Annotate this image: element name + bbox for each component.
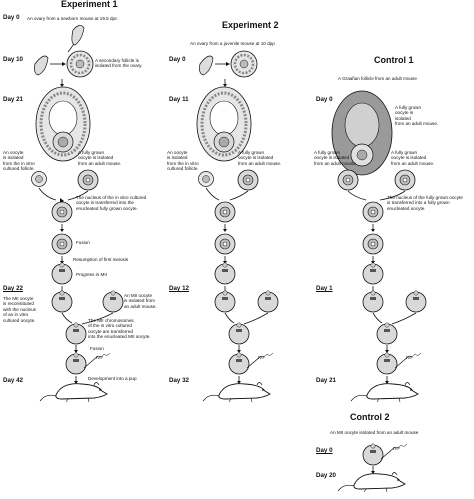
mouse-pup-icon xyxy=(350,382,419,403)
day-label: Day 0 xyxy=(316,447,333,454)
note-mii-adult: An MII oocyte isolated from an adult mou… xyxy=(330,430,419,435)
ivf-label: IVF xyxy=(393,446,401,451)
note-fusion: Fusion xyxy=(76,240,90,245)
note-grown-oocyte: A fully grown oocyte is isolated from an… xyxy=(238,150,282,166)
note-invitro-oocyte: An oocyte is isolated from the in vitro … xyxy=(167,150,199,172)
note-pup: Development into a pup xyxy=(88,376,137,381)
experiment2-title: Experiment 2 xyxy=(222,20,279,30)
day-label: Day 12 xyxy=(169,285,189,292)
ivf-label: IVF xyxy=(406,355,414,360)
note-secondary: A secondary follicle is isolated from th… xyxy=(95,58,143,69)
day-label: Day 1 xyxy=(316,285,333,292)
day-label: Day 0 xyxy=(3,14,20,21)
day-label: Day 11 xyxy=(169,96,189,103)
day-label: Day 0 xyxy=(169,56,186,63)
note-grown-oocyte-c: A fully grown oocyte is isolated from an… xyxy=(391,150,435,166)
note-grown-oocyte: A fully grown oocyte is isolated from an… xyxy=(78,150,122,166)
ivf-label: IVF xyxy=(258,355,266,360)
note-grown-oocyte-b: A fully grown oocyte is isolated from an… xyxy=(314,150,358,166)
day-label: Day 32 xyxy=(169,377,189,384)
day-label: Day 22 xyxy=(3,285,23,292)
note-fusion2: Fusion xyxy=(90,346,104,351)
day-label: Day 20 xyxy=(316,472,336,479)
note-invitro-oocyte: An oocyte is isolated from the in vitro … xyxy=(3,150,35,172)
mouse-pup-icon xyxy=(337,472,406,493)
experiment2-column xyxy=(195,50,279,403)
ovary-icon xyxy=(71,25,85,46)
mouse-pup-icon xyxy=(202,382,271,403)
day-label: Day 21 xyxy=(316,377,336,384)
note-progress: Progress in MII xyxy=(76,272,107,277)
note-mii-adult: An MII oocyte is isolated from an adult … xyxy=(124,293,157,309)
control1-column xyxy=(331,90,427,403)
note-resumption: Resumption of first meiosis xyxy=(73,257,129,262)
experiment1-column xyxy=(31,25,124,403)
note-nucleus-transfer: The nucleus of the fully grown oocyte is… xyxy=(387,195,463,211)
note-grown-oocyte-a: A fully grown oocyte is isolated from an… xyxy=(395,105,439,127)
note-ovary: An ovary from a newborn mouse at 19.5 dp… xyxy=(27,16,118,21)
note-chromosome-transfer: The MII chromosomes of the in vitro cult… xyxy=(88,318,151,340)
ovary-icon xyxy=(199,55,214,76)
note-nucleus-transfer: The nucleus of the in vitro cultured ooc… xyxy=(76,195,147,211)
mouse-pup-icon xyxy=(39,382,108,403)
ivf-label: IVF xyxy=(96,355,104,360)
day-label: Day 21 xyxy=(3,96,23,103)
control2-title: Control 2 xyxy=(350,412,390,422)
day-label: Day 0 xyxy=(316,96,333,103)
ovary-icon xyxy=(34,55,49,76)
day-label: Day 10 xyxy=(3,56,23,63)
experiment1-title: Experiment 1 xyxy=(61,0,118,9)
note-ovary: An ovary from a juvenile mouse at 10 dpp xyxy=(190,41,275,46)
note-graafian: A Graafian follicle from an adult mouse xyxy=(338,76,417,81)
control1-title: Control 1 xyxy=(374,55,414,65)
day-label: Day 42 xyxy=(3,377,23,384)
note-mii-reconstituted: The MII oocyte is reconstituted with the… xyxy=(3,296,36,323)
